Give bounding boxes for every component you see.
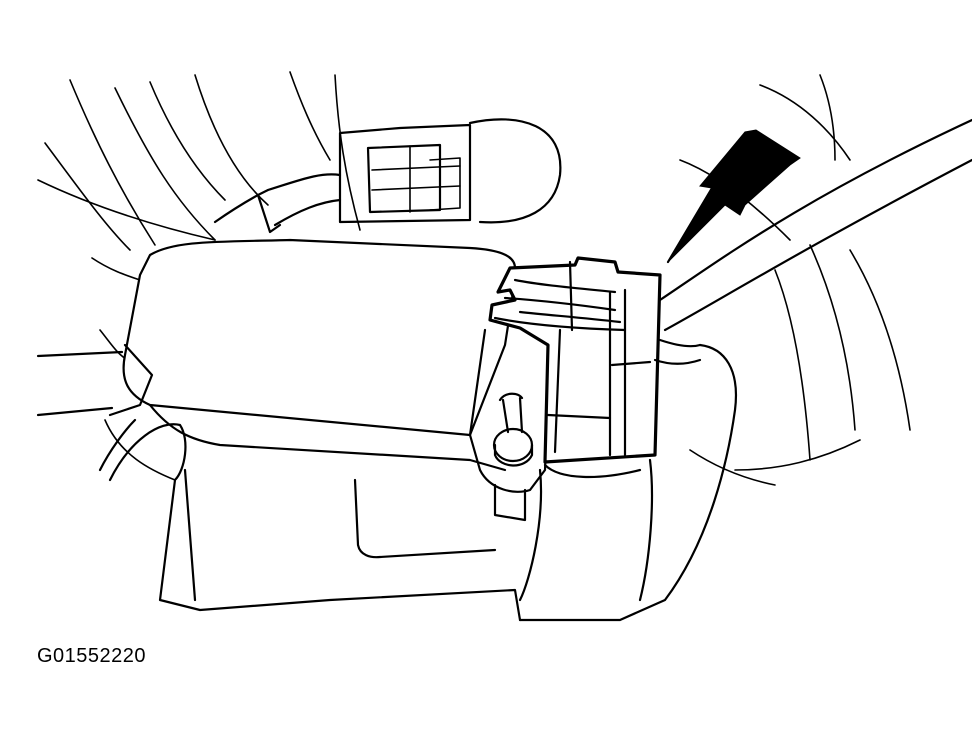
upper-connector bbox=[213, 118, 562, 234]
figure-id-label: G01552220 bbox=[37, 645, 147, 667]
lower-bracket bbox=[98, 343, 738, 622]
module-body bbox=[36, 238, 552, 522]
pointer-arrow-icon bbox=[666, 129, 801, 264]
target-connector bbox=[488, 118, 972, 464]
